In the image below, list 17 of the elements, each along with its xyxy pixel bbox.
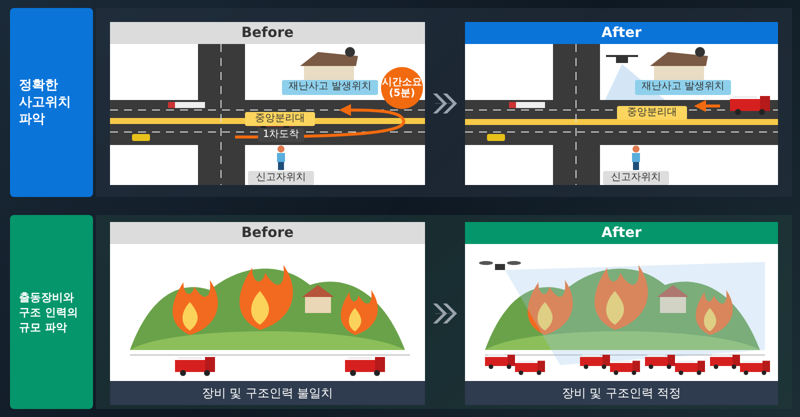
location-tag: 재난사고 발생위치 — [282, 80, 378, 95]
location-tag: 재난사고 발생위치 — [635, 80, 731, 95]
caption-bar: 장비 및 구조인력 불일치 — [110, 381, 425, 405]
location-tag: 신고자위치 — [603, 171, 669, 185]
panel-header: Before — [110, 22, 425, 44]
time-badge: 시간소요 (5분) — [381, 67, 423, 109]
category-label: 출동장비와 구조 인력의 규모 파악 — [10, 215, 93, 409]
panel-header: Before — [110, 222, 425, 244]
panel-header: After — [465, 222, 778, 244]
location-tag: 1차도착 — [258, 128, 304, 142]
panel-card — [465, 222, 778, 405]
caption-bar: 장비 및 구조인력 적정 — [465, 381, 778, 405]
panel-header: After — [465, 22, 778, 44]
location-tag: 신고자위치 — [248, 171, 314, 185]
panel-card — [110, 222, 425, 405]
location-tag: 중앙분리대 — [617, 106, 687, 120]
category-label: 정확한 사고위치 파악 — [10, 8, 93, 197]
